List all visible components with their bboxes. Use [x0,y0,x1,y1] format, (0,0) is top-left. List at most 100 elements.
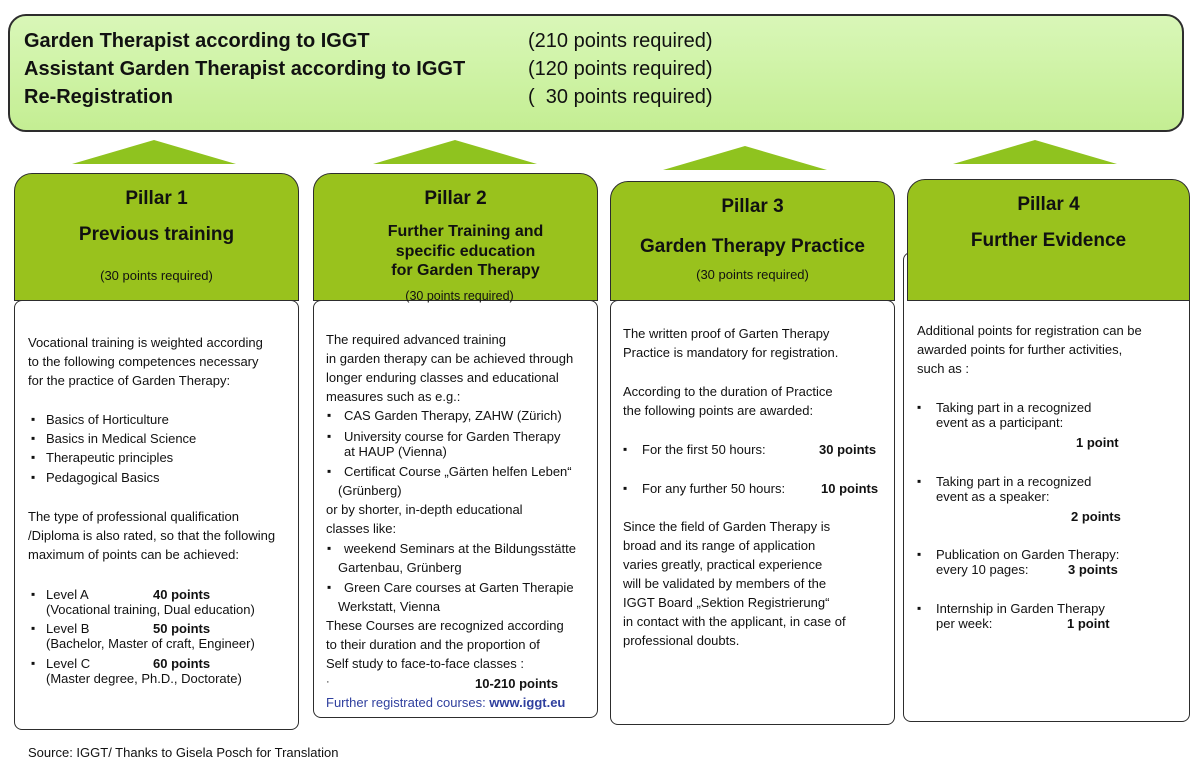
bullet-icon: ▪ [31,470,36,484]
pillar-required: (30 points required) [100,268,213,283]
level-detail: (Master degree, Ph.D., Doctorate) [46,671,242,686]
text-line: longer enduring classes and educational [326,370,559,385]
hours-points: 10 points [821,481,879,496]
bullet-icon: ▪ [917,474,922,488]
requirement-name: Assistant Garden Therapist according to … [24,58,466,80]
level-label: Level B [46,621,90,636]
up-arrow-icon [953,140,1117,164]
points-value: 10-210 points [475,676,559,691]
level-points: 60 points [153,656,211,671]
requirements-box: Garden Therapist according to IGGT (210 … [8,14,1184,132]
activity-label: event as a participant: [936,415,1064,430]
bullet-icon: ▪ [623,442,628,456]
requirement-points: (120 points required) [528,58,713,80]
bullet-icon: ▪ [31,587,36,601]
hours-label: For the first 50 hours: [642,442,766,457]
level-points: 50 points [153,621,211,636]
pillar-1-body: Vocational training is weighted accordin… [14,300,299,730]
activity-label: event as a speaker: [936,489,1050,504]
list-item: CAS Garden Therapy, ZAHW (Zürich) [344,408,562,423]
up-arrow-icon [663,146,827,170]
text-line: According to the duration of Practice [623,384,833,399]
activity-label: Publication on Garden Therapy: [936,547,1120,562]
activity-label: per week: [936,616,993,631]
pillar-subtitle: Previous training [78,224,235,245]
pillar-title: Pillar 2 [424,188,487,209]
text-line: for the practice of Garden Therapy: [28,373,231,388]
text-line: in contact with the applicant, in case o… [623,614,846,629]
activity-points: 2 points [1071,509,1121,524]
activity-points: 1 point [1076,435,1119,450]
pillar-subtitle-line: specific education [395,242,536,260]
pillar-subtitle-line: for Garden Therapy [391,262,540,279]
pillar-2-body: The required advanced training in garden… [313,300,598,718]
hours-label: For any further 50 hours: [642,481,786,496]
text-line: /Diploma is also rated, so that the foll… [28,528,276,543]
pillar-4-header: Pillar 4 Further Evidence [907,179,1190,301]
source-caption: Source: IGGT/ Thanks to Gisela Posch for… [28,745,339,760]
level-label: Level C [46,656,91,671]
list-item: Pedagogical Basics [46,470,160,485]
bullet-icon: ▪ [917,400,922,414]
pillar-1-header: Pillar 1 Previous training (30 points re… [14,173,299,301]
pillar-subtitle: Further Evidence [970,230,1127,251]
list-item: Green Care courses at Garten Therapie [344,580,574,595]
text-line: such as : [917,361,970,376]
pillar-subtitle: Further Training and specific education … [314,222,597,281]
bullet-icon: · [326,676,330,688]
text-line: classes like: [326,521,397,536]
text-line: Additional points for registration can b… [917,323,1142,338]
text-line: measures such as e.g.: [326,389,461,404]
up-arrow-icon [72,140,236,164]
text-line: The type of professional qualification [28,509,240,524]
pillar-title: Pillar 4 [1017,194,1080,215]
text-line: to the following competences necessary [28,354,259,369]
requirement-name: Re-Registration [24,86,173,108]
activity-label: Taking part in a recognized [936,474,1092,489]
pillar-4-body: Additional points for registration can b… [903,252,1190,722]
up-arrow-icon [373,140,537,164]
text-line: Self study to face-to-face classes : [326,656,524,671]
activity-label: Internship in Garden Therapy [936,601,1105,616]
list-item: University course for Garden Therapy [344,429,561,444]
level-label: Level A [46,587,89,602]
pillar-required: (30 points required) [405,289,514,303]
list-item: Certificat Course „Gärten helfen Leben“ [344,464,572,479]
bullet-icon: ▪ [31,450,36,464]
level-detail: (Bachelor, Master of craft, Engineer) [46,636,255,651]
text-line: to their duration and the proportion of [326,637,540,652]
text-line: The required advanced training [326,332,506,347]
bullet-icon: ▪ [31,656,36,670]
text-line: broad and its range of application [623,538,816,553]
pillar-3-header: Pillar 3 Garden Therapy Practice (30 poi… [610,181,895,301]
pillar-title: Pillar 1 [125,188,188,209]
text-line: or by shorter, in-depth educational [326,502,523,517]
text-line: maximum of points can be achieved: [28,547,239,562]
text-line: the following points are awarded: [623,403,814,418]
requirement-points: ( 30 points required) [528,86,713,108]
activity-points: 1 point [1067,616,1110,631]
text-line: in garden therapy can be achieved throug… [326,351,574,366]
text-line: These Courses are recognized according [326,618,564,633]
further-courses-label: Further registrated courses: [326,695,490,710]
list-item: Basics of Horticulture [46,412,169,427]
hours-points: 30 points [819,442,877,457]
text-line: professional doubts. [623,633,740,648]
text-line: The written proof of Garten Therapy [623,326,830,341]
pillar-2-header: Pillar 2 Further Training and specific e… [313,173,598,303]
activity-label: every 10 pages: [936,562,1029,577]
bullet-icon: ▪ [31,621,36,635]
list-item: Basics in Medical Science [46,431,197,446]
pillar-required: (30 points required) [696,267,809,282]
text-line: Since the field of Garden Therapy is [623,519,831,534]
bullet-icon: ▪ [31,412,36,426]
level-detail: (Vocational training, Dual education) [46,602,255,617]
text-line: Practice is mandatory for registration. [623,345,839,360]
level-points: 40 points [153,587,211,602]
bullet-icon: ▪ [327,429,332,443]
text-line: IGGT Board „Sektion Registrierung“ [623,595,830,610]
requirement-name: Garden Therapist according to IGGT [24,30,370,52]
pillar-3-body: The written proof of Garten Therapy Prac… [610,300,895,725]
iggt-link[interactable]: www.iggt.eu [489,695,566,710]
bullet-icon: ▪ [31,431,36,445]
